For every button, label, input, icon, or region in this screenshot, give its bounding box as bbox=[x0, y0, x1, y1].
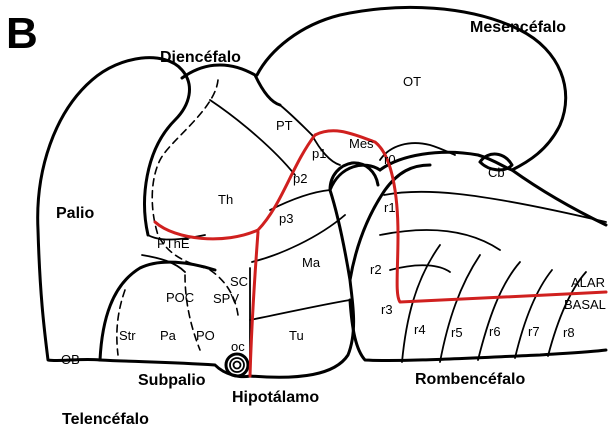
label-r7: r7 bbox=[528, 324, 540, 339]
label-r3: r3 bbox=[381, 302, 393, 317]
oc-ring-inner bbox=[234, 362, 241, 369]
panel-letter: B bbox=[6, 9, 38, 58]
label-mesencefalo: Mesencéfalo bbox=[470, 19, 566, 36]
label-str: Str bbox=[119, 328, 136, 343]
label-ob: OB bbox=[61, 352, 80, 367]
label-p2: p2 bbox=[293, 171, 307, 186]
label-p1: p1 bbox=[312, 146, 326, 161]
label-subpalio: Subpalio bbox=[138, 372, 206, 389]
label-po: PO bbox=[196, 328, 215, 343]
label-tu: Tu bbox=[289, 328, 304, 343]
oc-ring-mid bbox=[230, 358, 244, 372]
label-diencefalo: Diencéfalo bbox=[160, 49, 241, 66]
label-rombencefalo: Rombencéfalo bbox=[415, 371, 525, 388]
label-mes: Mes bbox=[349, 136, 374, 151]
rhombomere-line-4 bbox=[402, 245, 440, 362]
label-th: Th bbox=[218, 192, 233, 207]
label-pa: Pa bbox=[160, 328, 177, 343]
label-ma: Ma bbox=[302, 255, 321, 270]
label-sc: SC bbox=[230, 274, 248, 289]
rhombomere-line-7 bbox=[515, 270, 552, 358]
label-pthe: PThE bbox=[157, 236, 190, 251]
label-pt: PT bbox=[276, 118, 293, 133]
label-r5: r5 bbox=[451, 325, 463, 340]
label-r0: r0 bbox=[384, 152, 396, 167]
alar-basal-boundary-hypothalamic bbox=[250, 232, 258, 376]
pt-boundary bbox=[210, 100, 295, 175]
subpalio-dash-1 bbox=[117, 290, 125, 355]
rombencefalo-ventral-outline bbox=[350, 165, 430, 280]
label-r2: r2 bbox=[370, 262, 382, 277]
label-alar: ALAR bbox=[571, 275, 605, 290]
label-ot: OT bbox=[403, 74, 421, 89]
diencefalo-dorsal-outline bbox=[182, 65, 280, 105]
rhombomere-line-6 bbox=[478, 262, 520, 360]
label-hipotalamo: Hipotálamo bbox=[232, 389, 319, 406]
label-spv: SPV bbox=[213, 291, 239, 306]
label-r4: r4 bbox=[414, 322, 426, 337]
label-poc: POC bbox=[166, 290, 194, 305]
label-r1: r1 bbox=[384, 200, 396, 215]
label-basal: BASAL bbox=[564, 297, 606, 312]
label-cb: Cb bbox=[488, 165, 505, 180]
label-r8: r8 bbox=[563, 325, 575, 340]
label-p3: p3 bbox=[279, 211, 293, 226]
label-oc: oc bbox=[231, 339, 245, 354]
rhombomere-line-5 bbox=[440, 255, 480, 362]
label-telencefalo: Telencéfalo bbox=[62, 411, 149, 428]
rhombomere-line-3 bbox=[390, 265, 450, 272]
label-r6: r6 bbox=[489, 324, 501, 339]
ma-tu-divider bbox=[250, 300, 350, 320]
label-palio: Palio bbox=[56, 205, 94, 222]
